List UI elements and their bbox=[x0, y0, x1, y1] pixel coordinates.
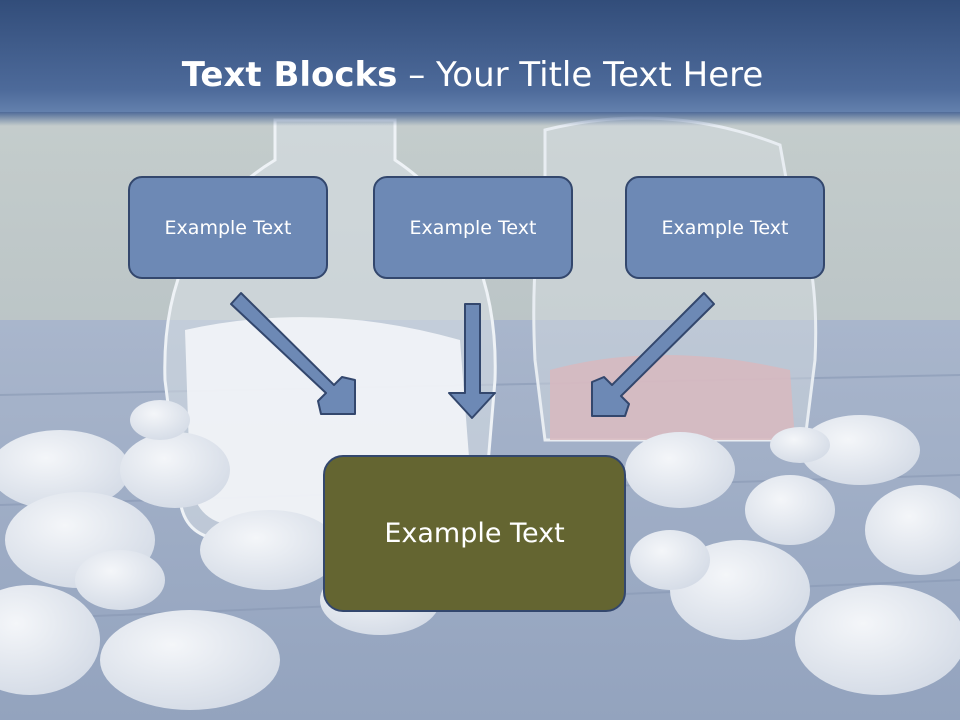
text-block-2[interactable]: Example Text bbox=[373, 176, 573, 279]
arrow-right bbox=[591, 292, 715, 417]
title-bold: Text Blocks bbox=[181, 55, 398, 95]
arrow-left bbox=[230, 292, 356, 415]
arrow-center bbox=[448, 303, 496, 419]
text-block-3-label: Example Text bbox=[661, 216, 789, 239]
text-block-1-label: Example Text bbox=[164, 216, 292, 239]
slide-title: Text Blocks – Your Title Text Here bbox=[0, 52, 945, 98]
text-block-1[interactable]: Example Text bbox=[128, 176, 328, 279]
text-block-3[interactable]: Example Text bbox=[625, 176, 825, 279]
main-text-block[interactable]: Example Text bbox=[323, 455, 626, 612]
title-rest: Your Title Text Here bbox=[436, 55, 764, 95]
title-separator: – bbox=[397, 55, 437, 95]
text-block-2-label: Example Text bbox=[409, 216, 537, 239]
main-text-block-label: Example Text bbox=[384, 518, 565, 549]
